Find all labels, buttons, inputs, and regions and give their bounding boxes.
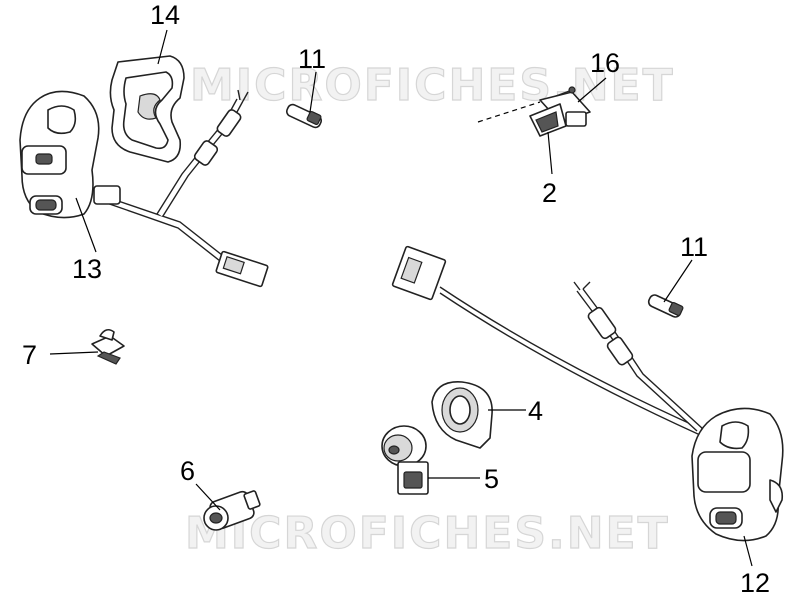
part-4-ignition-housing xyxy=(431,381,493,449)
watermark-bottom: MICROFICHES.NET xyxy=(185,508,670,559)
part-11-bulb-right xyxy=(647,294,684,318)
part-14-switch-cover xyxy=(109,55,185,163)
callout-2: 2 xyxy=(542,178,557,208)
part-7-clip xyxy=(91,328,125,365)
part-5-ignition-lock xyxy=(381,425,429,495)
callout-11-right: 11 xyxy=(680,232,708,262)
part-12-right-switch-harness xyxy=(391,245,784,542)
part-2-small-switch xyxy=(477,91,591,137)
watermark-top: MICROFICHES.NET xyxy=(190,60,675,111)
callout-11-top: 11 xyxy=(298,44,326,74)
callout-16: 16 xyxy=(590,48,620,78)
part-6-switch xyxy=(203,490,261,531)
callout-4: 4 xyxy=(528,396,543,426)
callout-13: 13 xyxy=(72,254,102,284)
callout-12: 12 xyxy=(740,568,770,598)
callout-7: 7 xyxy=(22,340,37,370)
part-11-bulb-top xyxy=(285,103,323,129)
callout-5: 5 xyxy=(484,464,499,494)
leader-lines xyxy=(49,29,753,567)
part-13-left-switch-harness xyxy=(19,89,269,288)
callout-14: 14 xyxy=(150,0,180,30)
part-16-screw xyxy=(555,86,576,97)
callout-6: 6 xyxy=(180,456,195,486)
